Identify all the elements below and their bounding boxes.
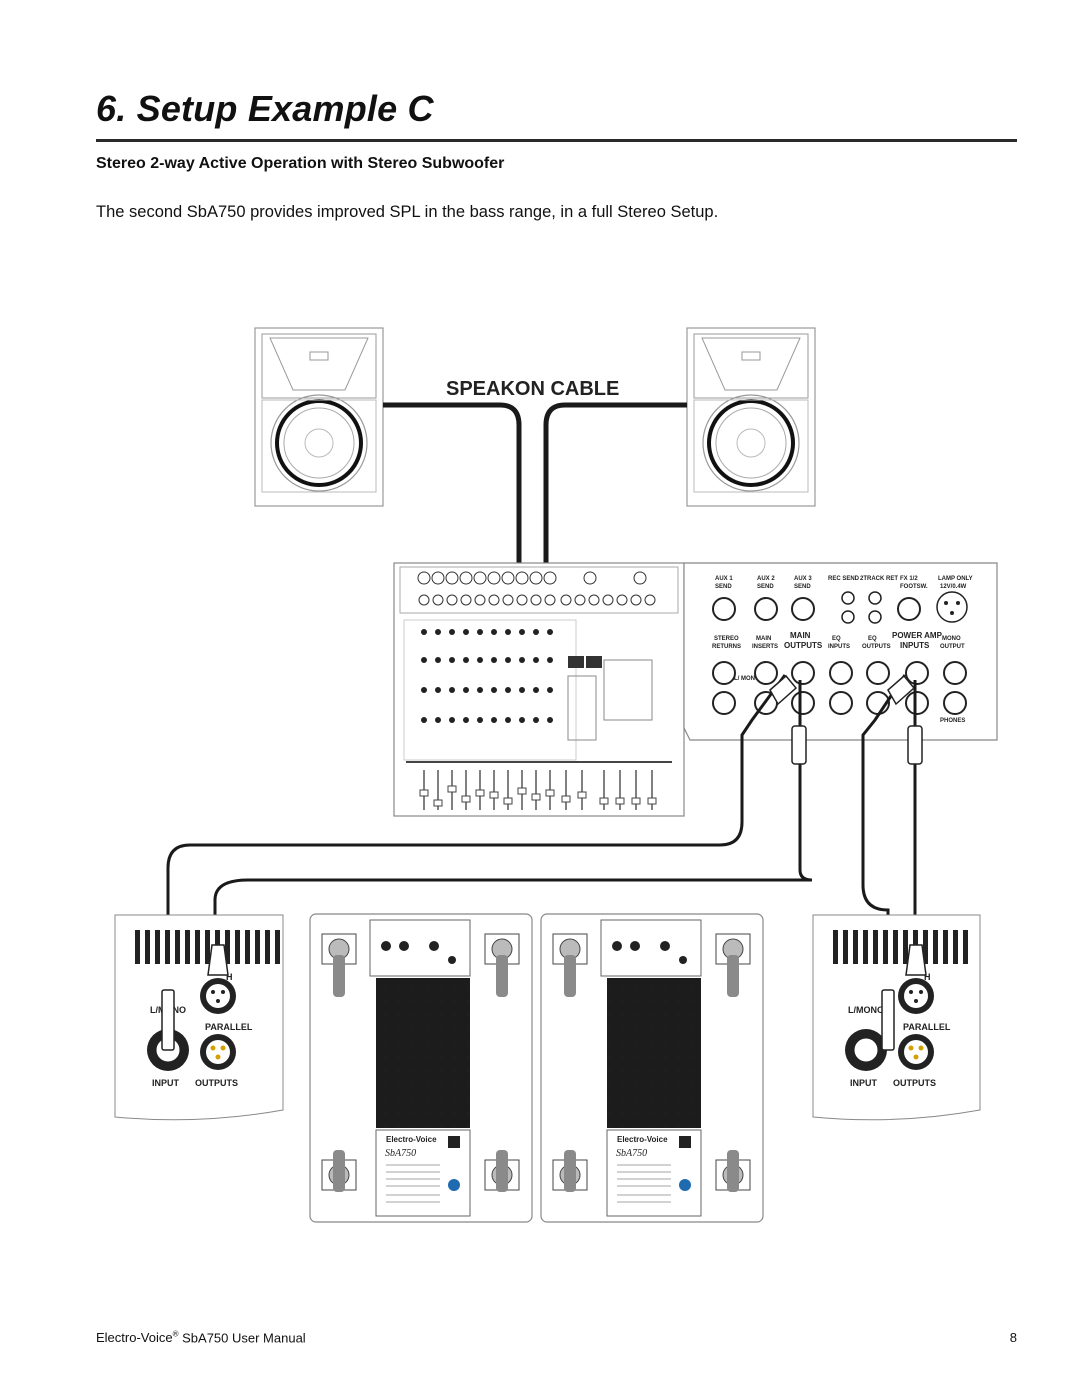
svg-text:OUTPUTS: OUTPUTS xyxy=(893,1078,936,1088)
svg-text:INPUT: INPUT xyxy=(152,1078,180,1088)
svg-text:Electro-Voice: Electro-Voice xyxy=(386,1135,437,1144)
svg-text:INPUTS: INPUTS xyxy=(900,641,930,650)
intro-paragraph: The second SbA750 provides improved SPL … xyxy=(96,203,719,221)
svg-text:AUX 2: AUX 2 xyxy=(757,576,775,582)
svg-text:INPUT: INPUT xyxy=(850,1078,878,1088)
svg-text:2TRACK RET: 2TRACK RET xyxy=(860,576,898,582)
left-sub-connector-panel: H L/MONO PARALLEL INPUT OUTPUTS xyxy=(114,914,284,1121)
svg-text:PARALLEL: PARALLEL xyxy=(903,1022,951,1032)
right-subwoofer: Electro-Voice SbA750 xyxy=(540,913,764,1223)
svg-text:SEND: SEND xyxy=(715,584,732,590)
speakon-cables xyxy=(383,402,687,565)
svg-text:MAIN: MAIN xyxy=(790,631,811,640)
svg-text:OUTPUTS: OUTPUTS xyxy=(195,1078,238,1088)
svg-text:H: H xyxy=(226,972,233,982)
svg-text:SEND: SEND xyxy=(757,584,774,590)
mixer-front xyxy=(393,562,685,817)
jack-plugs xyxy=(769,674,923,765)
svg-text:LAMP ONLY: LAMP ONLY xyxy=(938,576,973,582)
svg-text:AUX 1: AUX 1 xyxy=(715,576,733,582)
svg-text:INSERTS: INSERTS xyxy=(752,644,778,650)
svg-text:L/ MONO: L/ MONO xyxy=(734,676,760,682)
right-sub-connector-panel: H L/MONO PARALLEL INPUT OUTPUTS xyxy=(812,914,981,1121)
svg-text:EQ: EQ xyxy=(868,636,877,642)
svg-text:H: H xyxy=(924,972,931,982)
svg-text:MONO: MONO xyxy=(942,636,961,642)
section-subtitle: Stereo 2-way Active Operation with Stere… xyxy=(96,155,505,172)
svg-text:OUTPUTS: OUTPUTS xyxy=(784,641,823,650)
footer-manual: SbA750 User Manual xyxy=(182,1330,306,1346)
svg-text:RETURNS: RETURNS xyxy=(712,644,741,650)
title-rule xyxy=(96,139,1017,142)
page-title: 6. Setup Example C xyxy=(96,88,434,129)
svg-text:AUX 3: AUX 3 xyxy=(794,576,812,582)
mixer-rear-panel: AUX 1 SEND AUX 2 SEND AUX 3 SEND REC SEN… xyxy=(683,562,998,741)
svg-text:PHONES: PHONES xyxy=(940,718,965,724)
left-subwoofer: Electro-Voice SbA750 xyxy=(309,913,533,1223)
svg-text:STEREO: STEREO xyxy=(714,636,739,642)
svg-text:REC SEND: REC SEND xyxy=(828,576,860,582)
svg-text:FX 1/2: FX 1/2 xyxy=(900,576,918,582)
right-speaker xyxy=(686,327,816,507)
svg-text:SbA750: SbA750 xyxy=(616,1148,647,1159)
svg-text:FOOTSW.: FOOTSW. xyxy=(900,584,928,590)
svg-text:SbA750: SbA750 xyxy=(385,1148,416,1159)
footer: Electro-Voice® SbA750 User Manual xyxy=(96,1330,306,1345)
speakon-cable-label: SPEAKON CABLE xyxy=(446,378,619,400)
page-number: 8 xyxy=(1009,1330,1017,1345)
svg-text:OUTPUTS: OUTPUTS xyxy=(862,644,891,650)
svg-text:L/MONO: L/MONO xyxy=(848,1005,884,1015)
left-speaker xyxy=(254,327,384,507)
svg-text:SEND: SEND xyxy=(794,584,811,590)
svg-text:Electro-Voice: Electro-Voice xyxy=(617,1135,668,1144)
svg-text:PARALLEL: PARALLEL xyxy=(205,1022,253,1032)
svg-text:12V/0.4W: 12V/0.4W xyxy=(940,584,967,590)
svg-text:MAIN: MAIN xyxy=(756,636,771,642)
svg-text:EQ: EQ xyxy=(832,636,841,642)
footer-brand: Electro-Voice® xyxy=(96,1330,179,1346)
svg-text:INPUTS: INPUTS xyxy=(828,644,850,650)
svg-text:POWER AMP: POWER AMP xyxy=(892,631,943,640)
svg-text:OUTPUT: OUTPUT xyxy=(940,644,965,650)
